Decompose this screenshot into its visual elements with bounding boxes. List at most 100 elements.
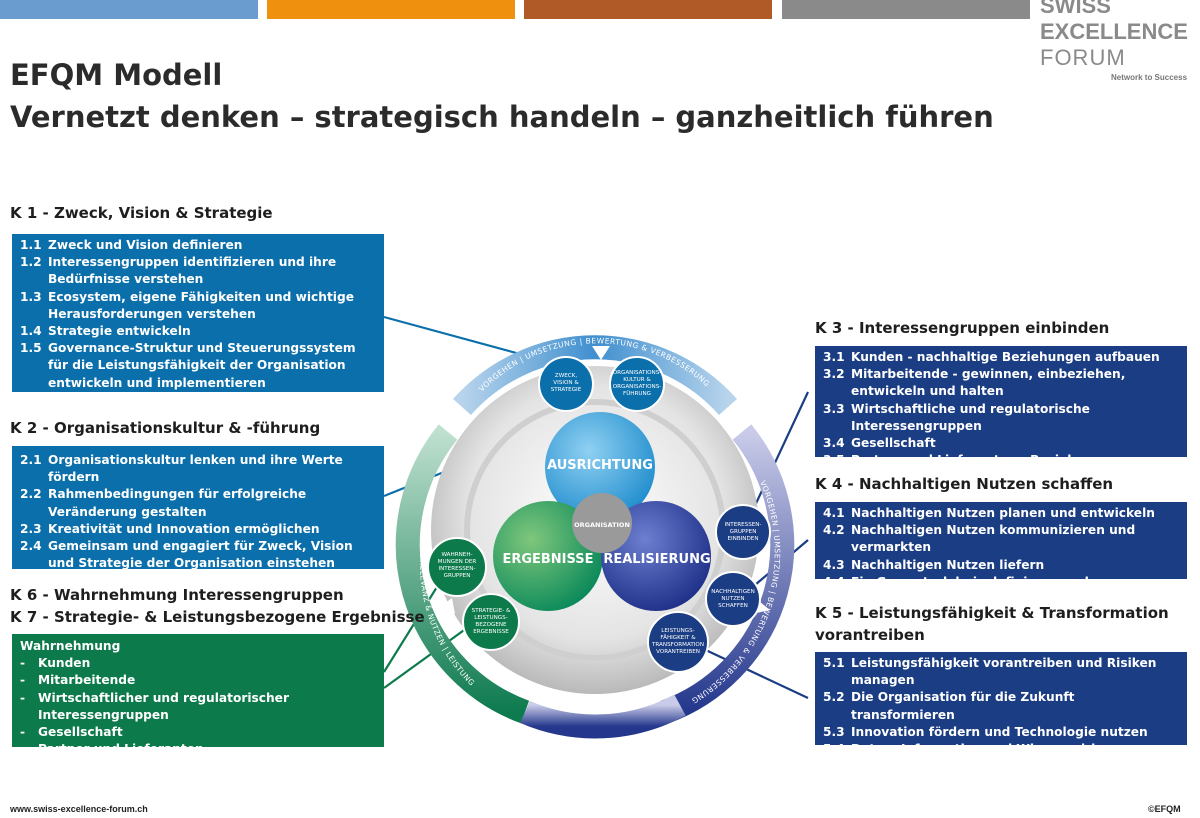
list-item: -Mitarbeitende bbox=[20, 672, 376, 689]
list-item-text: Wirtschaftlicher und regulatorischer Int… bbox=[38, 690, 289, 722]
list-item-text: Governance-Struktur und Steuerungssystem… bbox=[48, 341, 356, 390]
k5-heading-2: vorantreiben bbox=[815, 626, 925, 644]
list-item-text: Strategie entwickeln bbox=[48, 324, 191, 339]
ring-left bbox=[395, 424, 530, 724]
list-item-text: Mitarbeitende - gewinnen, einbeziehen, e… bbox=[851, 367, 1126, 399]
circle-wahrnehmung bbox=[427, 537, 487, 597]
list-item-text: Wirtschaftliche und regulatorische Inter… bbox=[851, 401, 1090, 433]
list-item-number: 3.5 bbox=[823, 453, 845, 468]
list-item-number: 1.4 bbox=[20, 324, 42, 339]
list-item-text: Interessengruppen identifizieren und ihr… bbox=[48, 255, 337, 287]
list-item-number: 4.4 bbox=[823, 574, 845, 589]
list-item: 1.2 Interessengruppen identifizieren und … bbox=[20, 254, 376, 288]
list-item-text: Nachhaltigen Nutzen planen und entwickel… bbox=[851, 506, 1155, 520]
list-item-text: Ein Gesamterlebnis definieren und verwir… bbox=[851, 574, 1089, 607]
connector-k5 bbox=[694, 644, 809, 699]
list-item-number: - bbox=[20, 656, 26, 671]
list-item-number: 1.3 bbox=[20, 289, 42, 304]
k7-heading: K 7 - Strategie- & Leistungsbezogene Erg… bbox=[10, 608, 425, 626]
list-item-text: Zweck und Vision definieren bbox=[48, 238, 243, 252]
list-item-number: 2.1 bbox=[20, 453, 42, 467]
circle-kultur bbox=[609, 356, 665, 412]
list-item-number: 3.2 bbox=[823, 367, 845, 382]
list-item-text: Rahmenbedingungen für erfolgreiche Verän… bbox=[48, 487, 307, 519]
list-item-number: 4.1 bbox=[823, 506, 845, 520]
list-item: 1.3 Ecosystem, eigene Fähigkeiten und wic… bbox=[20, 289, 376, 323]
circle-leistung bbox=[647, 611, 709, 673]
list-item-number: 5.5 bbox=[823, 776, 845, 791]
list-item: -Wirtschaftlicher und regulatorischer In… bbox=[20, 690, 376, 724]
k3-heading: K 3 - Interessengruppen einbinden bbox=[815, 319, 1110, 337]
k5-box: 5.1 Leistungsfähigkeit vorantreiben und R… bbox=[815, 652, 1187, 790]
list-item-text: Partner und Lieferanten - Beziehungen au… bbox=[851, 453, 1119, 485]
logo-line-1: SWISS bbox=[1040, 0, 1111, 18]
k6-heading: K 6 - Wahrnehmung Interessengruppen bbox=[10, 586, 344, 604]
list-item-number: 1.2 bbox=[20, 255, 42, 270]
list-item-text: Gesellschaft bbox=[38, 725, 123, 740]
circle-interessen bbox=[715, 504, 771, 560]
circle-zweck bbox=[538, 356, 594, 412]
circle-strategie bbox=[462, 593, 520, 651]
label-zweck: ZWECK,VISION &STRATEGIE bbox=[551, 373, 582, 393]
list-item-number: - bbox=[20, 725, 26, 740]
k5-heading-1: K 5 - Leistungsfähigkeit & Transformatio… bbox=[815, 604, 1169, 622]
list-item: 1.5 Governance-Struktur und Steuerungssys… bbox=[20, 340, 376, 392]
k67-intro: Wahrnehmung bbox=[20, 639, 121, 653]
list-item-number: 1.5 bbox=[20, 341, 42, 356]
list-item-number: - bbox=[20, 673, 26, 688]
page-title: EFQM Modell bbox=[10, 58, 223, 92]
k2-heading: K 2 - Organisationskultur & -führung bbox=[10, 419, 321, 437]
list-item-number: 3.1 bbox=[823, 350, 845, 364]
list-item: -Kunden bbox=[20, 655, 376, 672]
list-item-number: 5.1 bbox=[823, 656, 845, 670]
list-item-number: 1.1 bbox=[20, 238, 42, 252]
list-item-number: 2.3 bbox=[20, 521, 42, 536]
list-item-text: Kunden bbox=[38, 656, 91, 671]
list-item: 3.3 Wirtschaftliche und regulatorische In… bbox=[823, 401, 1179, 435]
list-item-number: 5.3 bbox=[823, 724, 845, 739]
color-bar-1 bbox=[0, 0, 258, 19]
list-item-text: Kunden - nachhaltige Beziehungen aufbaue… bbox=[851, 350, 1160, 364]
logo-line-2: EXCELLENCE bbox=[1040, 19, 1188, 44]
list-item: 3.5 Partner und Lieferanten - Beziehungen… bbox=[823, 452, 1179, 486]
list-item: 1.4 Strategie entwickeln bbox=[20, 323, 376, 340]
list-item-text: Leistungsfähigkeit vorantreiben und Risi… bbox=[851, 656, 1157, 688]
circle-organisation bbox=[572, 493, 632, 553]
list-item-text: Nachhaltigen Nutzen liefern bbox=[851, 557, 1045, 572]
list-item-text: Gesellschaft bbox=[851, 436, 936, 451]
label-ergebnisse: ERGEBNISSE bbox=[502, 552, 593, 567]
color-bar-2 bbox=[267, 0, 515, 19]
ring-right bbox=[660, 424, 795, 724]
list-item-number: 5.4 bbox=[823, 742, 845, 757]
list-item: 2.2 Rahmenbedingungen für erfolgreiche Ve… bbox=[20, 486, 376, 520]
list-item: 1.1 Zweck und Vision definieren bbox=[20, 237, 376, 254]
list-item-number: - bbox=[20, 690, 26, 705]
list-item: 3.1 Kunden - nachhaltige Beziehungen aufb… bbox=[823, 349, 1179, 366]
k3-box: 3.1 Kunden - nachhaltige Beziehungen aufb… bbox=[815, 346, 1187, 484]
list-item-text: Daten, Information und Wissen wirksam ei… bbox=[851, 742, 1128, 774]
color-bar-4 bbox=[782, 0, 1030, 19]
list-item-text: Gemeinsam und engagiert für Zweck, Visio… bbox=[48, 539, 353, 571]
list-item-number: 3.3 bbox=[823, 401, 845, 416]
list-item-text: Ecosystem, eigene Fähigkeiten und wichti… bbox=[48, 289, 354, 321]
list-item-number: 5.2 bbox=[823, 690, 845, 705]
label-realisierung: REALISIERUNG bbox=[603, 552, 710, 567]
footer-copyright: ©EFQM bbox=[1148, 804, 1181, 814]
list-item-number: 2.2 bbox=[20, 487, 42, 502]
logo-tagline: Network to Success bbox=[1111, 73, 1188, 82]
list-item: 5.1 Leistungsfähigkeit vorantreiben und R… bbox=[823, 655, 1179, 689]
